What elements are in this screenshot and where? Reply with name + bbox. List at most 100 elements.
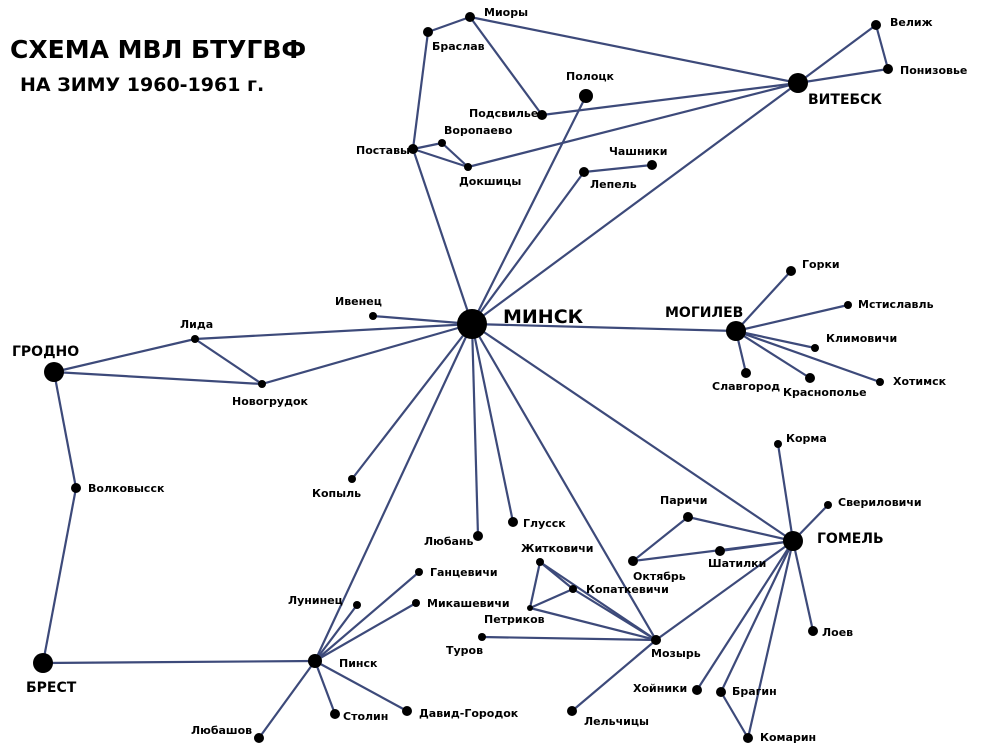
node-mozyr xyxy=(651,635,661,645)
node-voropaevo xyxy=(438,139,446,147)
label-parichi: Паричи xyxy=(660,494,707,507)
node-stolin xyxy=(330,709,340,719)
route-vitebsk-ponizovye xyxy=(797,67,889,85)
node-gantsevichi xyxy=(415,568,423,576)
route-mogilev-krasnopolye xyxy=(735,330,811,379)
label-luninets: Лунинец xyxy=(288,594,343,607)
label-david-gorodok: Давид-Городок xyxy=(419,707,519,720)
node-petrikov xyxy=(527,605,533,611)
route-volkovysk-brest xyxy=(41,487,78,664)
node-gorki xyxy=(786,266,796,276)
node-lyuban xyxy=(473,531,483,541)
label-voropaevo: Воропаево xyxy=(444,124,513,137)
label-lyuban: Любань xyxy=(424,535,474,548)
node-korma xyxy=(774,440,782,448)
node-lepel xyxy=(579,167,589,177)
route-pinsk-stolin xyxy=(313,660,337,715)
label-novogrudok: Новогрудок xyxy=(232,395,309,408)
node-novogrudok xyxy=(258,380,266,388)
route-gomel-mozyr xyxy=(655,540,794,641)
label-lelchitsy: Лельчицы xyxy=(584,715,649,728)
label-volkovysk: Волковысск xyxy=(88,482,165,495)
route-mozyr-turov xyxy=(481,635,657,642)
label-slavgorod: Славгород xyxy=(712,380,780,393)
route-pinsk-gantsevichi xyxy=(314,571,420,662)
route-brest-pinsk xyxy=(42,659,316,665)
label-ivenets: Ивенец xyxy=(335,295,382,308)
route-minsk-lyuban xyxy=(470,323,480,537)
route-grodno-lida xyxy=(53,337,196,374)
node-mikashevichi xyxy=(412,599,420,607)
label-petrikov: Петриков xyxy=(484,613,545,626)
node-mogilev xyxy=(726,321,746,341)
route-mogilev-khotimsk xyxy=(735,329,881,384)
label-chashniki: Чашники xyxy=(609,145,667,158)
route-minsk-lida xyxy=(194,322,473,341)
label-vitebsk: ВИТЕБСК xyxy=(808,92,882,108)
route-grodno-novogrudok xyxy=(53,370,263,386)
route-braslav-postavy xyxy=(411,31,430,150)
label-zhitkovichi: Житковичи xyxy=(521,542,594,555)
label-mstislavl: Мстиславль xyxy=(858,298,934,311)
label-khoyniki: Хойники xyxy=(633,682,687,695)
node-gomel xyxy=(783,531,803,551)
label-grodno: ГРОДНО xyxy=(12,344,79,360)
route-minsk-glussk xyxy=(470,323,515,523)
route-vitebsk-minsk xyxy=(471,82,799,325)
label-polotsk: Полоцк xyxy=(566,70,615,83)
node-kopatkevichi xyxy=(569,585,577,593)
label-kopyl: Копыль xyxy=(312,487,361,500)
route-lepel-minsk xyxy=(471,171,585,325)
route-mozyr-kopatkevichi xyxy=(572,588,657,641)
route-voropaevo-dokshitsy xyxy=(441,142,469,168)
node-david-gorodok xyxy=(402,706,412,716)
route-gomel-khoyniki xyxy=(696,540,794,691)
node-khoyniki xyxy=(692,685,702,695)
node-velizh xyxy=(871,20,881,30)
node-sverilovichi xyxy=(824,501,832,509)
route-velizh-ponizovye xyxy=(874,24,890,70)
node-kopyl xyxy=(348,475,356,483)
node-glussk xyxy=(508,517,518,527)
route-minsk-pinsk xyxy=(314,323,473,662)
route-gomel-bragin xyxy=(720,540,794,693)
node-luninets xyxy=(353,601,361,609)
label-lyubashov: Любашов xyxy=(191,724,252,737)
label-korma: Корма xyxy=(786,432,827,445)
label-krasnopolye: Краснополье xyxy=(783,386,867,399)
route-mogilev-gorki xyxy=(735,270,792,332)
route-vitebsk-velizh xyxy=(797,24,877,84)
route-minsk-mozyr xyxy=(471,323,657,641)
label-minsk: МИНСК xyxy=(503,306,584,328)
label-bragin: Брагин xyxy=(732,685,777,698)
route-lida-novogrudok xyxy=(194,338,263,385)
node-grodno xyxy=(44,362,64,382)
node-slavgorod xyxy=(741,368,751,378)
diagram-subtitle: НА ЗИМУ 1960-1961 г. xyxy=(20,74,264,96)
node-podsvilye xyxy=(537,110,547,120)
node-klimovichi xyxy=(811,344,819,352)
route-pinsk-mikashevichi xyxy=(314,602,417,662)
route-minsk-kopyl xyxy=(351,323,473,480)
label-lida: Лида xyxy=(180,318,213,331)
node-mstislavl xyxy=(844,301,852,309)
label-gantsevichi: Ганцевичи xyxy=(430,566,498,579)
route-bragin-komarin xyxy=(720,691,749,739)
route-mozyr-petrikov xyxy=(529,606,657,642)
city-labels: МИНСК ВИТЕБСК МОГИЛЕВ ГРОДНО ГОМЕЛЬ БРЕС… xyxy=(12,6,967,744)
route-minsk-ivenets xyxy=(372,314,473,326)
route-lines xyxy=(41,15,890,739)
route-gomel-komarin xyxy=(746,540,795,739)
label-miory: Миоры xyxy=(484,6,528,19)
node-komarin xyxy=(743,733,753,743)
node-lelchitsy xyxy=(567,706,577,716)
label-klimovichi: Климовичи xyxy=(826,332,897,345)
label-oktyabr: Октябрь xyxy=(633,570,686,583)
route-minsk-mogilev xyxy=(471,322,737,333)
label-mikashevichi: Микашевичи xyxy=(427,597,510,610)
label-glussk: Глусск xyxy=(523,517,566,530)
node-miory xyxy=(465,12,475,22)
label-sverilovichi: Свериловичи xyxy=(838,496,922,509)
label-velizh: Велиж xyxy=(890,16,933,29)
route-postavy-dokshitsy xyxy=(412,147,469,169)
